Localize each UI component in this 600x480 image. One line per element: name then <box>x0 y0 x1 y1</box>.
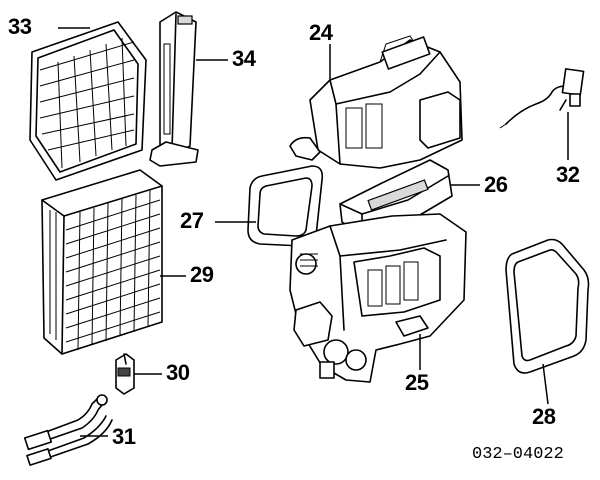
part-label-26: 26 <box>484 172 508 197</box>
part-27-gasket <box>247 165 324 247</box>
part-label-27: 27 <box>180 208 204 233</box>
part-label-29: 29 <box>190 262 214 287</box>
part-30-valve <box>115 353 135 395</box>
part-label-30: 30 <box>166 360 190 385</box>
part-34-filter-cover <box>149 11 199 167</box>
part-label-34: 34 <box>232 46 256 71</box>
part-label-25: 25 <box>405 370 429 395</box>
part-24-upper-case <box>289 35 463 169</box>
part-label-28: 28 <box>532 404 556 429</box>
part-label-32: 32 <box>556 162 580 187</box>
part-31-pipes <box>23 394 113 466</box>
reference-code: 032–04022 <box>472 445 564 464</box>
part-25-lower-case <box>289 213 467 383</box>
part-label-31: 31 <box>112 424 136 449</box>
part-28-seal <box>505 238 590 374</box>
part-label-24: 24 <box>309 20 333 45</box>
part-32-sensor <box>499 68 585 129</box>
leader-lines <box>58 27 569 437</box>
part-29-evaporator <box>41 169 163 355</box>
part-label-33: 33 <box>8 14 32 39</box>
part-33-filter <box>29 21 147 181</box>
